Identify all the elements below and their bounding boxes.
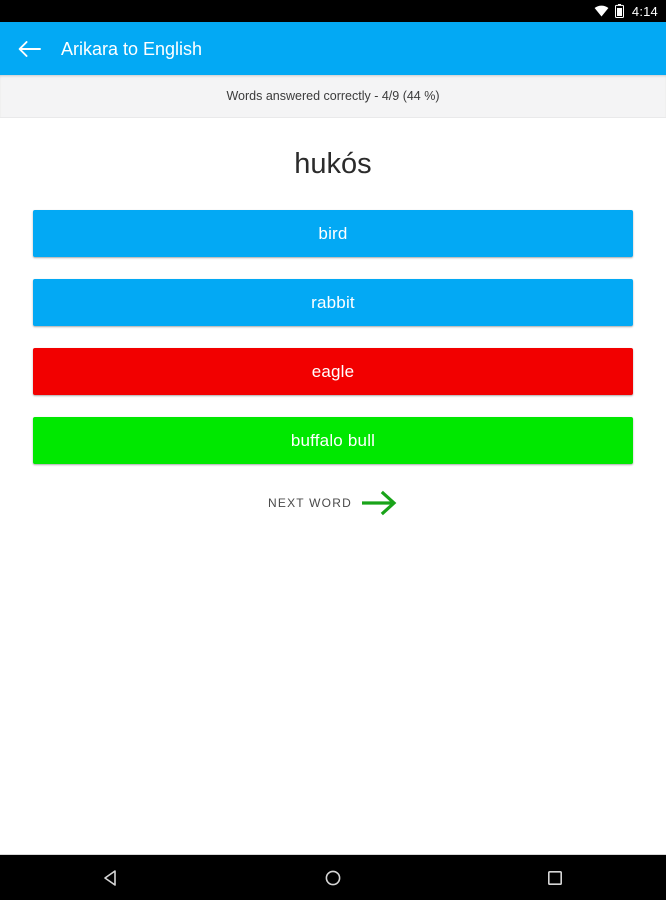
answer-option-rabbit[interactable]: rabbit: [33, 279, 633, 326]
answer-label: rabbit: [311, 292, 355, 312]
nav-home-circle-icon[interactable]: [303, 855, 363, 900]
app-toolbar: Arikara to English: [0, 22, 666, 75]
answer-option-buffalo-bull[interactable]: buffalo bull: [33, 417, 633, 464]
nav-back-triangle-icon[interactable]: [81, 855, 141, 900]
answer-list: bird rabbit eagle buffalo bull: [0, 210, 666, 464]
quiz-content: hukós bird rabbit eagle buffalo bull NEX…: [0, 118, 666, 854]
progress-banner: Words answered correctly - 4/9 (44 %): [0, 75, 666, 118]
arrow-right-icon: [361, 490, 398, 516]
status-bar-icons: 4:14: [594, 4, 658, 18]
next-word-label: NEXT WORD: [268, 496, 352, 510]
status-bar: 4:14: [0, 0, 666, 22]
answer-option-bird[interactable]: bird: [33, 210, 633, 257]
page-title: Arikara to English: [61, 38, 203, 59]
wifi-icon: [594, 5, 609, 17]
next-word-button[interactable]: NEXT WORD: [0, 490, 666, 516]
nav-recents-square-icon[interactable]: [525, 855, 585, 900]
answer-option-eagle[interactable]: eagle: [33, 348, 633, 395]
answer-label: bird: [318, 223, 348, 243]
prompt-word: hukós: [294, 148, 372, 180]
back-arrow-icon[interactable]: [16, 36, 42, 62]
progress-text: Words answered correctly - 4/9 (44 %): [226, 89, 440, 103]
answer-label: eagle: [311, 361, 355, 381]
battery-icon: [614, 4, 624, 18]
answer-label: buffalo bull: [290, 430, 376, 450]
android-nav-bar: [0, 854, 666, 900]
status-bar-time: 4:14: [631, 3, 658, 19]
